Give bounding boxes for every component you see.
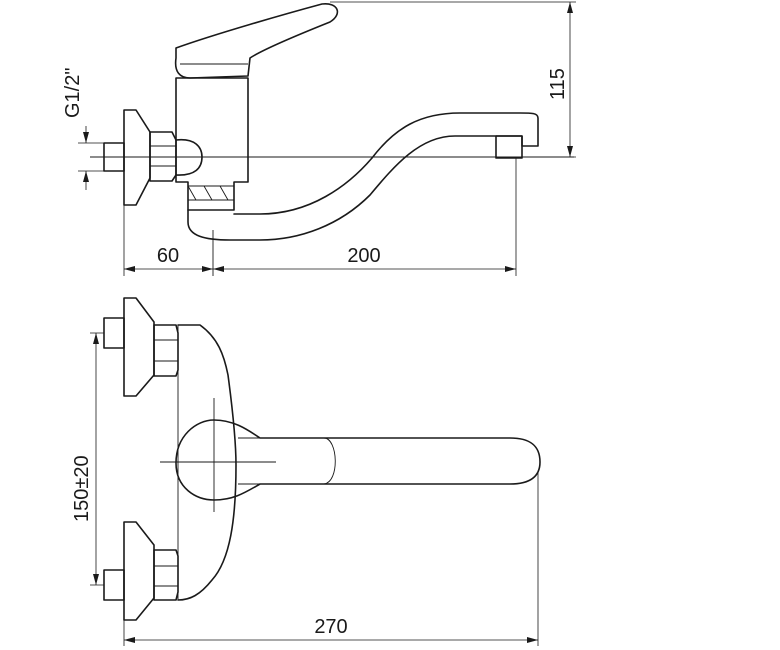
front-top-nipple	[103, 317, 125, 349]
side-aerator	[495, 135, 523, 159]
front-top-nut	[153, 324, 179, 377]
front-view: 150±20 270	[71, 297, 541, 646]
dim-spout-reach-label: 200	[347, 245, 380, 267]
side-hex-nut	[149, 131, 177, 182]
dim-total-width: 270	[123, 472, 539, 646]
dim-wall-offset-label: 60	[157, 245, 179, 267]
dim-total-width-label: 270	[314, 616, 347, 638]
front-mixer-body	[177, 324, 237, 601]
front-bottom-nipple	[103, 569, 125, 601]
dim-height-label: 115	[547, 68, 569, 100]
side-spout	[187, 112, 539, 241]
dim-thread: G1/2"	[62, 68, 104, 190]
side-wall-flange	[123, 109, 151, 206]
front-handle-lever	[175, 419, 541, 501]
dim-side-horizontal: 60 200	[123, 158, 517, 276]
front-bottom-nut	[153, 549, 179, 601]
dim-spacing: 150±20	[71, 332, 104, 586]
side-mixer-body	[175, 77, 249, 211]
side-view: G1/2" 115 60 200	[62, 1, 576, 276]
dim-thread-label: G1/2"	[62, 68, 84, 118]
front-top-flange	[123, 297, 155, 397]
side-handle-lever	[174, 3, 339, 79]
dim-height: 115	[330, 1, 576, 158]
front-bottom-flange	[123, 521, 155, 621]
dim-spacing-label: 150±20	[71, 455, 93, 522]
